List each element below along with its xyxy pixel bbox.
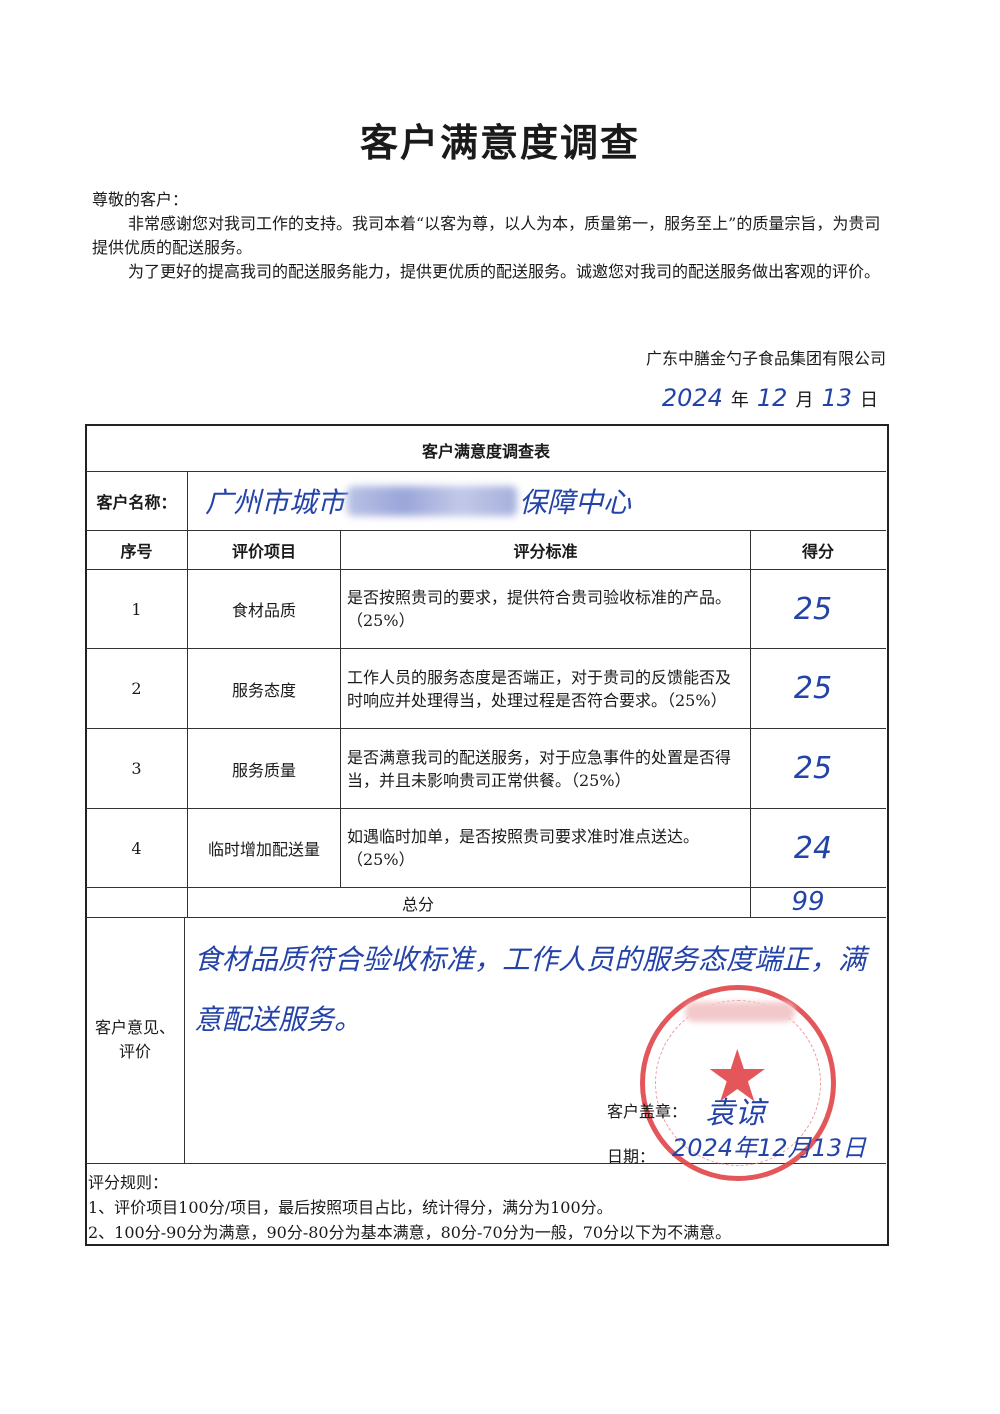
row-item: 服务态度 [231,680,296,700]
sign-date: 2024年12月13日 [672,1134,867,1162]
table-divider [86,471,886,472]
intro-paragraph-2: 为了更好的提高我司的配送服务能力，提供更优质的配送服务。诚邀您对我司的配送服务做… [128,262,881,281]
table-divider [86,808,886,809]
row-item: 临时增加配送量 [207,840,320,859]
row-criteria: 是否满意我司的配送服务，对于应急事件的处置是否得当，并且未影响贵司正常供餐。（2… [347,747,732,790]
survey-table [85,424,889,1246]
row-item: 服务质量 [231,760,296,780]
row-no: 3 [131,759,142,778]
star-icon: ★ [705,1034,770,1118]
row-item: 食材品质 [231,601,296,620]
table-divider [187,471,188,917]
date-year: 2024 [661,384,723,412]
row-criteria: 是否按照贵司的要求，提供符合贵司验收标准的产品。（25%） [347,588,732,630]
rule-2: 2、100分-90分为满意，90分-80分为基本满意，80分-70分为一般，70… [88,1223,732,1242]
scoring-rules: 评分规则： 1、评价项目100分/项目，最后按照项目占比，统计得分，满分为100… [88,1170,731,1245]
company-name: 广东中膳金勺子食品集团有限公司 [645,349,886,368]
date-day: 13 [821,384,852,412]
sign-date-label: 日期： [607,1147,656,1166]
row-score: 25 [793,751,833,786]
date-year-label: 年 [730,390,749,411]
seal-inner-ring [655,1000,821,1166]
header-criteria: 评分标准 [513,542,578,561]
table-divider [184,917,185,1163]
header-date: 2024 年 12 月 13 日 [662,384,886,412]
header-score: 得分 [801,542,834,561]
redacted-text [685,1002,795,1022]
table-divider [340,530,341,887]
row-criteria: 工作人员的服务态度是否端正，对于贵司的反馈能否及时响应并处理得当，处理过程是否符… [347,667,732,710]
row-no: 4 [131,838,142,858]
row-no: 1 [131,599,142,619]
row-score: 24 [793,830,833,866]
table-divider [750,530,751,917]
table-divider [86,569,886,570]
row-no: 2 [131,679,142,698]
header-no: 序号 [120,542,153,561]
comment-label: 客户意见、评价 [94,1018,175,1061]
rule-1: 1、评价项目100分/项目，最后按照项目占比，统计得分，满分为100分。 [88,1198,613,1217]
page-title: 客户满意度调查 [359,121,640,165]
signature: 袁谅 [705,1096,765,1131]
table-divider [86,728,886,729]
customer-name-value: 广州市城市 保障中心 [205,472,865,530]
customer-name-prefix: 广州市城市 [205,486,346,519]
redacted-text [347,486,518,516]
seal-label: 客户盖章： [607,1102,688,1121]
row-score: 25 [793,591,833,627]
company-seal: ★ [640,985,836,1181]
intro-paragraph-1: 非常感谢您对我司工作的支持。我司本着“以客为尊，以人为本，质量第一，服务至上”的… [92,214,881,257]
date-day-label: 日 [860,390,878,411]
comment-text: 食材品质符合验收标准，工作人员的服务态度端正，满意配送服务。 [194,943,867,1036]
table-divider [86,1163,886,1164]
rules-title: 评分规则： [88,1173,169,1192]
header-item: 评价项目 [231,542,296,561]
date-month: 12 [756,384,788,412]
greeting: 尊敬的客户： [92,190,189,209]
total-label: 总分 [401,894,434,914]
customer-name-suffix: 保障中心 [519,486,632,519]
total-score: 99 [791,886,825,917]
customer-name-label: 客户名称： [96,493,177,512]
table-divider [86,530,886,531]
table-title: 客户满意度调查表 [421,441,550,461]
table-divider [86,648,886,649]
date-month-label: 月 [795,390,814,411]
table-divider [86,917,886,918]
table-divider [86,887,886,888]
row-score: 25 [793,671,833,706]
row-criteria: 如遇临时加单，是否按照贵司要求准时准点送达。（25%） [347,827,700,869]
